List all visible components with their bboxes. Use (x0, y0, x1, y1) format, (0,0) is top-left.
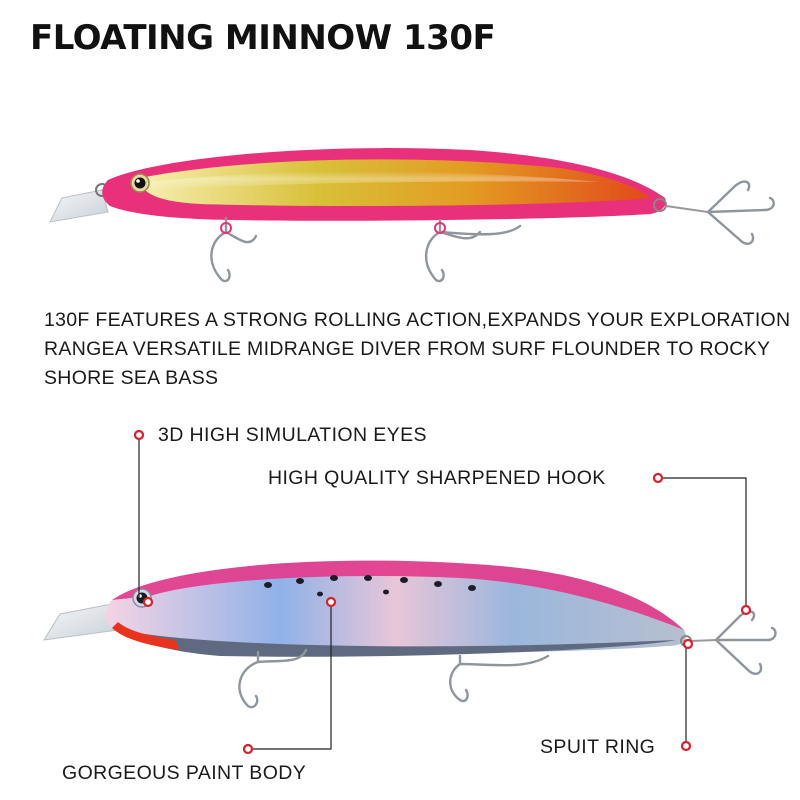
callout-dots (133, 429, 752, 755)
callout-hook-label: HIGH QUALITY SHARPENED HOOK (268, 467, 606, 489)
description-line: SHORE SEA BASS (44, 367, 219, 389)
description-line: RANGEA VERSATILE MIDRANGE DIVER FROM SUR… (44, 338, 771, 360)
callout-ring-label: SPUIT RING (540, 736, 656, 758)
page-title: FLOATING MINNOW 130F (30, 18, 496, 58)
callout-paint-label: GORGEOUS PAINT BODY (62, 762, 307, 784)
product-description: 130F FEATURES A STRONG ROLLING ACTION,EX… (44, 306, 791, 393)
callout-eyes-label: 3D HIGH SIMULATION EYES (158, 424, 427, 446)
gold-minnow-lure (49, 148, 775, 283)
holographic-minnow-lure (43, 560, 777, 709)
description-line: 130F FEATURES A STRONG ROLLING ACTION,EX… (44, 309, 791, 331)
